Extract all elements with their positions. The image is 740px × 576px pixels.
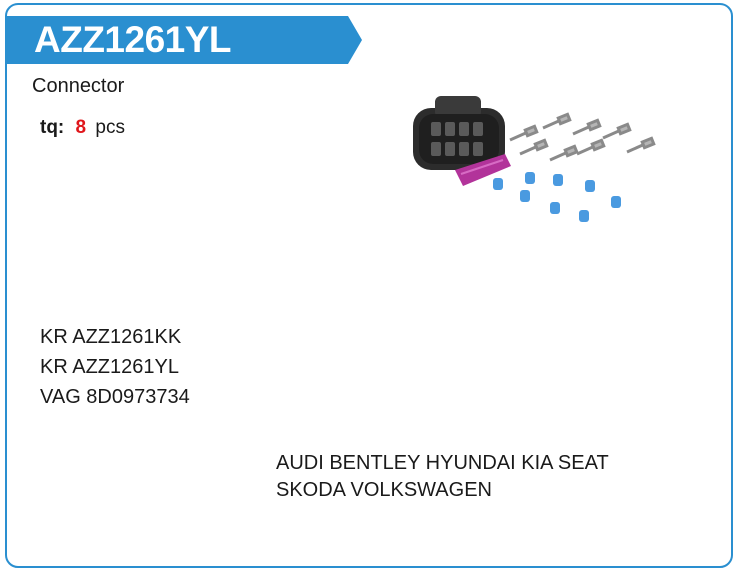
quantity-value: 8 [75,117,87,138]
cross-reference-item: KR AZZ1261YL [40,356,179,378]
brands-line: SKODA VOLKSWAGEN [276,479,492,501]
locking-clip-image [455,154,511,186]
quantity-label: tq: [40,117,65,138]
banner-shape [6,16,362,64]
product-image [405,88,665,238]
product-type: Connector [32,75,125,97]
cross-reference-list: KR AZZ1261KK KR AZZ1261YL VAG 8D0973734 [40,322,190,412]
terminals-image [509,112,656,162]
cross-reference-item: KR AZZ1261KK [40,326,182,348]
part-number: AZZ1261YL [34,19,232,60]
quantity: tq: 8 pcs [40,117,125,139]
title-banner: AZZ1261YL [6,16,362,64]
brands-line: AUDI BENTLEY HYUNDAI KIA SEAT [276,452,609,474]
quantity-unit: pcs [95,117,125,138]
connector-housing-image [413,96,505,170]
application-brands: AUDI BENTLEY HYUNDAI KIA SEAT SKODA VOLK… [276,450,676,504]
seals-image [493,172,621,222]
cross-reference-item: VAG 8D0973734 [40,386,190,408]
product-card [5,3,733,568]
